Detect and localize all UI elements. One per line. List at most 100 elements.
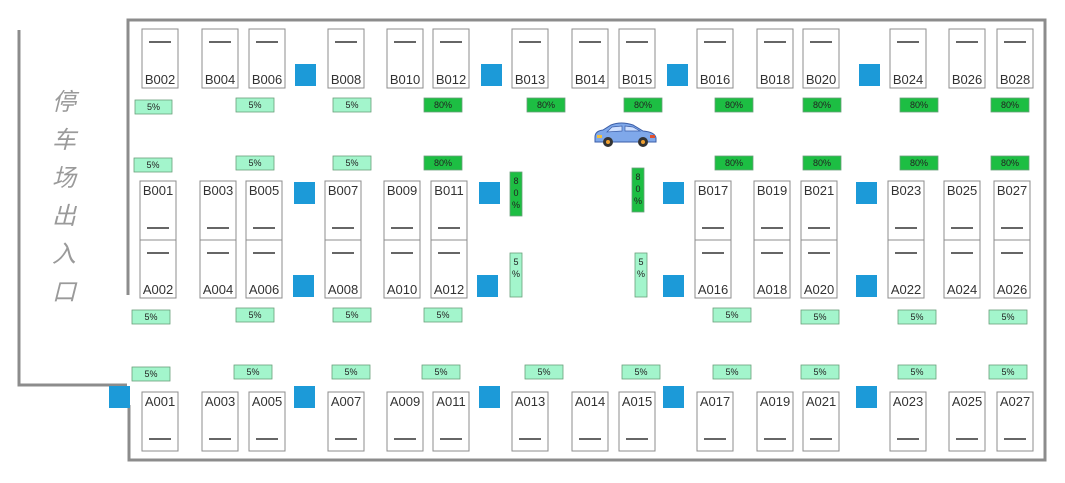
parking-space-b020[interactable]: B020 xyxy=(802,28,840,89)
parking-space-b001[interactable]: B001 xyxy=(139,180,177,241)
pillar xyxy=(295,64,316,86)
parking-space-b007[interactable]: B007 xyxy=(324,180,362,241)
parking-space-b016[interactable]: B016 xyxy=(696,28,734,89)
svg-text:5%: 5% xyxy=(813,312,826,322)
occupancy-badge: 5% xyxy=(988,309,1028,325)
space-label: B019 xyxy=(757,183,787,198)
space-label: A019 xyxy=(760,394,790,409)
svg-text:5%: 5% xyxy=(1001,367,1014,377)
parking-space-a013[interactable]: A013 xyxy=(511,391,549,452)
parking-space-b013[interactable]: B013 xyxy=(511,28,549,89)
occupancy-badge: 5% xyxy=(331,364,371,380)
occupancy-badge: 5% xyxy=(988,364,1028,380)
parking-space-b003[interactable]: B003 xyxy=(199,180,237,241)
parking-space-b002[interactable]: B002 xyxy=(141,28,179,89)
parking-space-a012[interactable]: A012 xyxy=(430,239,468,299)
parking-space-b004[interactable]: B004 xyxy=(201,28,239,89)
occupancy-badge: 5% xyxy=(332,307,372,323)
parking-space-a009[interactable]: A009 xyxy=(386,391,424,452)
parking-space-a019[interactable]: A019 xyxy=(756,391,794,452)
svg-text:5%: 5% xyxy=(345,310,358,320)
svg-text:5%: 5% xyxy=(144,312,157,322)
pillar xyxy=(663,275,684,297)
svg-text:5%: 5% xyxy=(344,367,357,377)
occupancy-badge: 80% xyxy=(802,97,842,113)
svg-text:5%: 5% xyxy=(813,367,826,377)
pillar xyxy=(294,386,315,408)
space-label: A014 xyxy=(575,394,605,409)
parking-space-b015[interactable]: B015 xyxy=(618,28,656,89)
space-label: B002 xyxy=(145,72,175,87)
parking-space-a014[interactable]: A014 xyxy=(571,391,609,452)
parking-space-b011[interactable]: B011 xyxy=(430,180,468,241)
svg-text:80%: 80% xyxy=(537,100,555,110)
parking-space-a007[interactable]: A007 xyxy=(327,391,365,452)
occupancy-badge: 5% xyxy=(897,309,937,325)
occupancy-badge: 5% xyxy=(134,99,173,115)
parking-space-b017[interactable]: B017 xyxy=(694,180,732,241)
parking-space-a022[interactable]: A022 xyxy=(887,239,925,299)
parking-space-b009[interactable]: B009 xyxy=(383,180,421,241)
svg-text:5%: 5% xyxy=(144,369,157,379)
svg-text:5%: 5% xyxy=(725,310,738,320)
entrance-char: 出 xyxy=(52,202,78,230)
parking-space-a003[interactable]: A003 xyxy=(201,391,239,452)
space-label: B013 xyxy=(515,72,545,87)
parking-space-a023[interactable]: A023 xyxy=(889,391,927,452)
parking-space-a004[interactable]: A004 xyxy=(199,239,237,299)
parking-space-a002[interactable]: A002 xyxy=(139,239,177,299)
parking-space-a011[interactable]: A011 xyxy=(432,391,470,452)
parking-space-a021[interactable]: A021 xyxy=(802,391,840,452)
space-label: A018 xyxy=(757,282,787,297)
parking-space-a001[interactable]: A001 xyxy=(141,391,179,452)
parking-space-a008[interactable]: A008 xyxy=(324,239,362,299)
parking-space-b008[interactable]: B008 xyxy=(327,28,365,89)
parking-space-a017[interactable]: A017 xyxy=(696,391,734,452)
parking-space-b019[interactable]: B019 xyxy=(753,180,791,241)
parking-space-a026[interactable]: A026 xyxy=(993,239,1031,299)
svg-text:0: 0 xyxy=(513,188,518,198)
parking-space-b023[interactable]: B023 xyxy=(887,180,925,241)
occupancy-badge: 80% xyxy=(714,97,754,113)
space-label: A010 xyxy=(387,282,417,297)
entrance-char: 口 xyxy=(52,278,78,306)
space-label: B006 xyxy=(252,72,282,87)
parking-space-b012[interactable]: B012 xyxy=(432,28,470,89)
parking-space-a016[interactable]: A016 xyxy=(694,239,732,299)
parking-space-a020[interactable]: A020 xyxy=(800,239,838,299)
parking-space-b010[interactable]: B010 xyxy=(386,28,424,89)
space-label: A008 xyxy=(328,282,358,297)
occupancy-badge: 5% xyxy=(621,364,661,380)
space-label: B014 xyxy=(575,72,605,87)
svg-text:%: % xyxy=(512,200,520,210)
parking-space-b026[interactable]: B026 xyxy=(948,28,986,89)
parking-space-b014[interactable]: B014 xyxy=(571,28,609,89)
parking-space-b024[interactable]: B024 xyxy=(889,28,927,89)
parking-space-b006[interactable]: B006 xyxy=(248,28,286,89)
svg-text:5%: 5% xyxy=(434,367,447,377)
parking-space-a015[interactable]: A015 xyxy=(618,391,656,452)
parking-space-a005[interactable]: A005 xyxy=(248,391,286,452)
parking-space-b025[interactable]: B025 xyxy=(943,180,981,241)
parking-space-b018[interactable]: B018 xyxy=(756,28,794,89)
occupancy-badge: 5% xyxy=(800,309,840,325)
occupancy-badge: 80% xyxy=(423,97,463,113)
parking-space-b005[interactable]: B005 xyxy=(245,180,283,241)
parking-space-a018[interactable]: A018 xyxy=(753,239,791,299)
parking-space-b021[interactable]: B021 xyxy=(800,180,838,241)
parking-space-a010[interactable]: A010 xyxy=(383,239,421,299)
parking-space-a024[interactable]: A024 xyxy=(943,239,981,299)
occupancy-badge: 5% xyxy=(712,307,752,323)
svg-text:5%: 5% xyxy=(910,367,923,377)
parking-space-a006[interactable]: A006 xyxy=(245,239,283,299)
parking-space-b028[interactable]: B028 xyxy=(996,28,1034,89)
svg-text:80%: 80% xyxy=(434,100,452,110)
space-label: B027 xyxy=(997,183,1027,198)
occupancy-badge: 80% xyxy=(714,155,754,171)
parking-space-a025[interactable]: A025 xyxy=(948,391,986,452)
pillar xyxy=(859,64,880,86)
parking-space-a027[interactable]: A027 xyxy=(996,391,1034,452)
parking-space-b027[interactable]: B027 xyxy=(993,180,1031,241)
space-label: A015 xyxy=(622,394,652,409)
